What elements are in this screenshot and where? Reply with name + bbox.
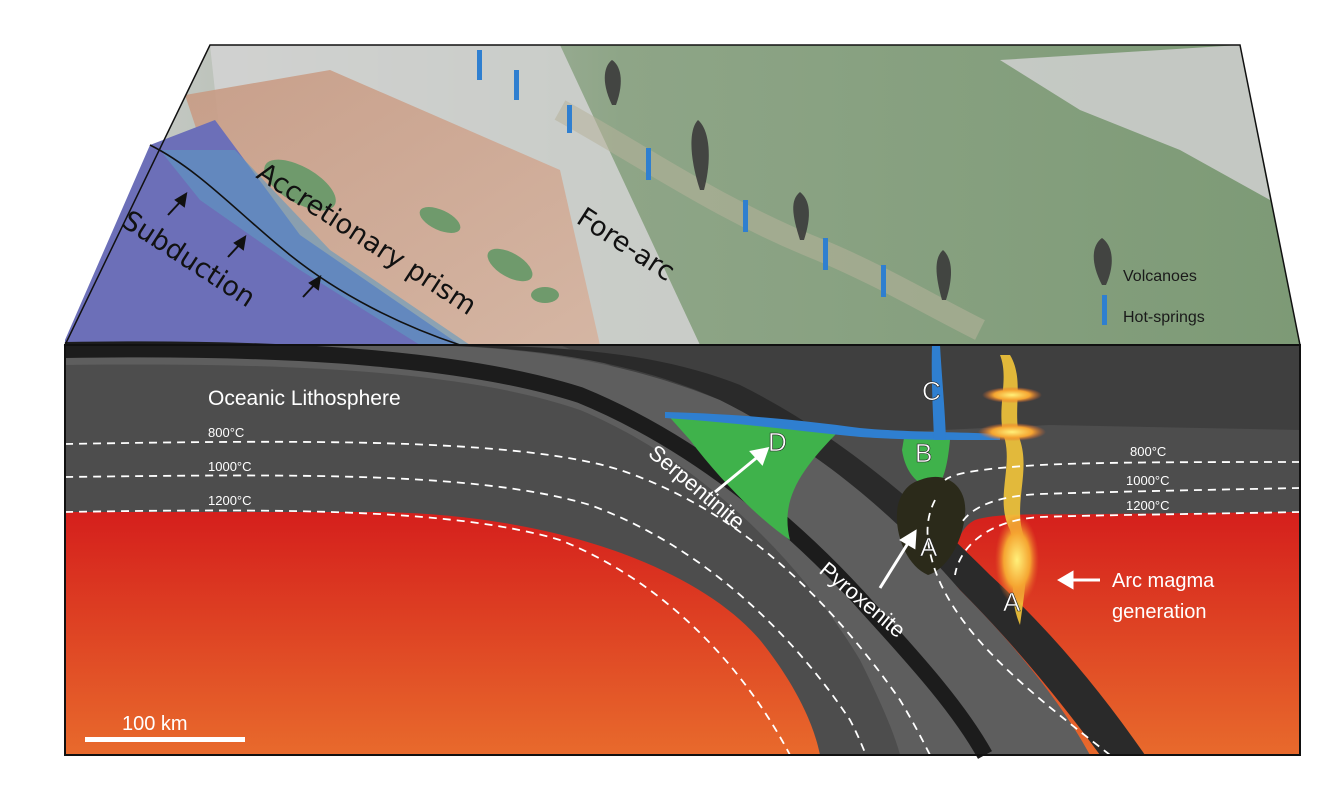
isotherm-1200-left-label: 1200°C (208, 493, 252, 508)
legend-hot-springs-label: Hot-springs (1123, 309, 1205, 326)
letter-a-lower: A (1003, 587, 1021, 617)
scale-bar-line (85, 737, 245, 742)
legend-volcanoes-label: Volcanoes (1123, 268, 1197, 285)
letter-b: B (915, 438, 932, 468)
pyroxenite-body (896, 476, 966, 575)
isotherm-800-left-label: 800°C (208, 425, 244, 440)
hot-spring-2 (514, 70, 519, 100)
volcano-plumes (604, 60, 1112, 300)
isotherm-1000-left-label: 1000°C (208, 459, 252, 474)
island-1 (264, 159, 336, 211)
fluid-channel-c (931, 345, 946, 440)
cross-section: Oceanic Lithosphere 800°C 1000°C 1200°C … (63, 44, 1301, 759)
hot-spring-markers (477, 50, 1107, 325)
zone-b (902, 432, 950, 490)
hot-spring-5 (743, 200, 748, 232)
accretionary-prism-zone (185, 70, 600, 345)
pyroxenite-arrow (878, 539, 912, 589)
letter-d: D (768, 427, 787, 457)
arc-magma-label-line1: Arc magma (1112, 570, 1215, 592)
slab-top-black (64, 341, 992, 759)
block-top-outline (63, 44, 1301, 346)
island-3 (487, 248, 533, 282)
isotherm-1200-left (64, 509, 791, 756)
volcano-plume-1 (604, 60, 621, 105)
volcano-plume-3 (793, 192, 809, 240)
mantle-left (65, 512, 820, 755)
hot-spring-1 (477, 50, 482, 80)
volcano-plume-2 (691, 120, 709, 190)
isotherm-1000-left (64, 474, 867, 756)
hot-spring-7 (881, 265, 886, 297)
map-surface: Subduction Accretionary prism Fore-arc V… (65, 45, 1300, 346)
slab-isotherm-inner (926, 499, 1111, 756)
oceanic-lithosphere-label: Oceanic Lithosphere (208, 387, 401, 410)
mountain-ridge (554, 100, 985, 340)
label-arrows (714, 447, 1100, 590)
arc-magma-arrow-head (1057, 570, 1074, 590)
trench-slope (160, 150, 470, 345)
arrow-2-head (233, 235, 247, 251)
isotherms-right (926, 461, 1301, 756)
arc-magma-label-line2: generation (1112, 601, 1207, 623)
serpentinite-arrow (714, 453, 761, 494)
legend-volcano-swatch (1093, 238, 1112, 285)
magma-source (995, 515, 1039, 605)
isotherm-800-left (64, 440, 931, 756)
volcano-plume-4 (936, 250, 952, 300)
far-plateau (1000, 45, 1270, 200)
isotherm-800-right (944, 461, 1301, 481)
arrow-3-head (308, 275, 322, 291)
arrow-1-head (174, 192, 188, 208)
scale-bar-label: 100 km (122, 713, 188, 735)
isotherm-1200-right (954, 511, 1301, 576)
serpentinite-zone (665, 412, 840, 540)
letter-a-upper: A (920, 532, 938, 562)
isotherm-1000-right (959, 487, 1301, 526)
legend-hot-spring-swatch (1102, 295, 1107, 325)
fluid-band (665, 412, 1000, 440)
hot-spring-4 (646, 148, 651, 180)
island-4 (531, 287, 559, 303)
serpentinite-arrow-head (749, 447, 770, 466)
scale-bar: 100 km (85, 713, 245, 742)
trench-line (149, 144, 461, 346)
isotherm-800-right-label: 800°C (1130, 444, 1166, 459)
magma-column (978, 355, 1046, 625)
pyroxenite-arrow-head (899, 529, 917, 550)
magma-sill-1 (982, 387, 1042, 403)
magma-sill-2 (978, 423, 1046, 441)
isotherm-1000-right-label: 1000°C (1126, 473, 1170, 488)
island-2 (419, 207, 461, 233)
oceanic-lithosphere-slab (65, 345, 1090, 755)
subduction-arrows (167, 192, 322, 298)
hot-spring-6 (823, 238, 828, 270)
isotherms-left (64, 440, 931, 756)
hot-spring-3 (567, 105, 572, 133)
letter-c: C (922, 376, 941, 406)
isotherm-1200-right-label: 1200°C (1126, 498, 1170, 513)
